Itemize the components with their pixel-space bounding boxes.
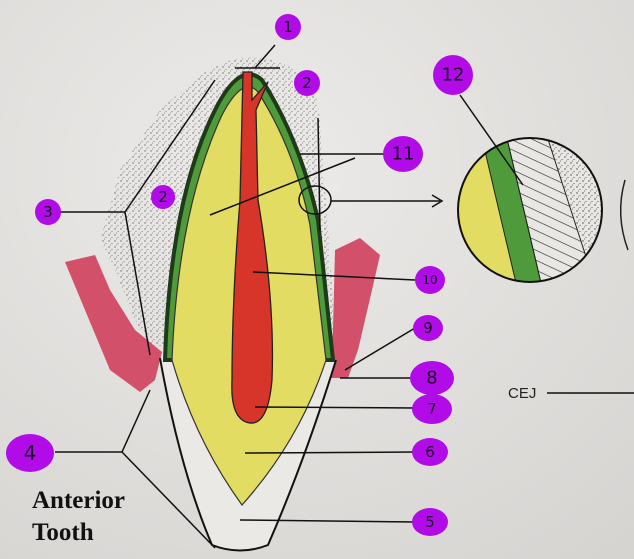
marker-12-text: 12 <box>442 65 465 86</box>
marker-8-text: 8 <box>426 368 437 389</box>
marker-2b <box>151 185 175 209</box>
marker-4-text: 4 <box>24 441 37 465</box>
leader-lines <box>55 44 634 549</box>
marker-12 <box>433 55 473 95</box>
marker-6-text: 6 <box>425 443 435 461</box>
marker-8 <box>410 361 454 395</box>
marker-1 <box>275 14 301 40</box>
marker-5-text: 5 <box>425 513 435 531</box>
title-line-2: Tooth <box>32 519 94 546</box>
gingiva-right <box>330 238 380 378</box>
marker-10-text: 10 <box>422 273 437 287</box>
marker-5 <box>412 508 448 536</box>
marker-2b-text: 2 <box>158 188 168 206</box>
marker-7-text: 7 <box>427 400 437 418</box>
marker-9-text: 9 <box>423 319 433 337</box>
marker-3 <box>35 199 61 225</box>
marker-2a-text: 2 <box>302 74 312 92</box>
marker-3-text: 3 <box>43 203 53 221</box>
marker-1-text: 1 <box>283 18 293 36</box>
marker-4 <box>6 434 54 472</box>
pulp <box>231 71 274 424</box>
marker-10 <box>415 266 445 294</box>
marker-6 <box>412 438 448 466</box>
marker-7 <box>412 394 452 424</box>
cej-label: CEJ <box>508 385 536 402</box>
gingiva-left <box>65 255 162 392</box>
markers <box>6 14 473 536</box>
title-line-1: Anterior <box>32 487 125 514</box>
marker-9 <box>413 315 443 341</box>
marker-11 <box>383 136 423 172</box>
marker-11-text: 11 <box>392 144 415 165</box>
marker-2a <box>294 70 320 96</box>
